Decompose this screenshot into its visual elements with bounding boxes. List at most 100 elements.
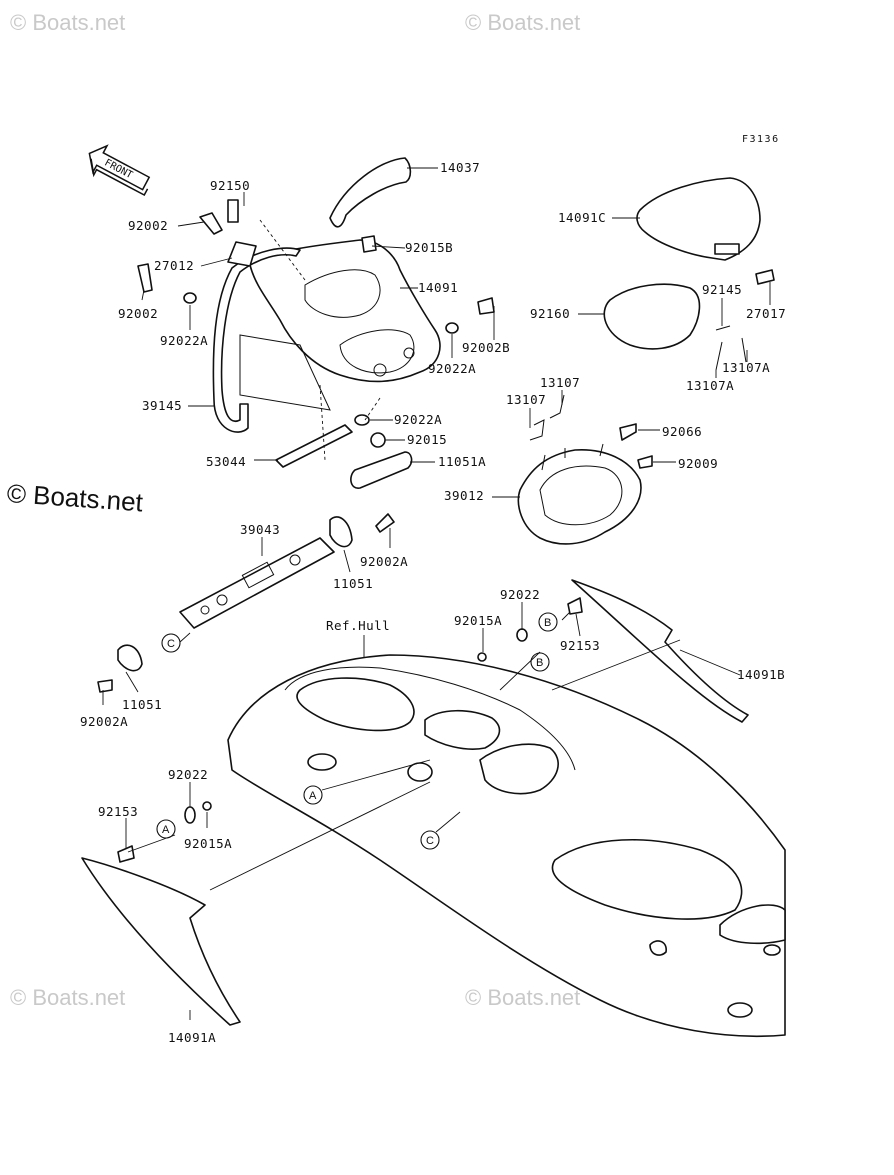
callouts: C B B A C A bbox=[156, 612, 558, 850]
nut bbox=[370, 432, 386, 448]
cover-hole bbox=[403, 347, 415, 359]
washer bbox=[445, 322, 459, 334]
hull-recess bbox=[719, 904, 786, 945]
hood-assembly bbox=[137, 157, 495, 489]
part-label: 53044 bbox=[206, 454, 246, 469]
hull-recess bbox=[551, 838, 743, 920]
support-rod bbox=[275, 424, 353, 468]
washer-92022-mid bbox=[516, 628, 528, 642]
part-label: 13107 bbox=[506, 392, 546, 407]
clip bbox=[361, 235, 377, 253]
side-panel-14091a bbox=[81, 857, 241, 1026]
bolt bbox=[477, 297, 495, 315]
part-label: 92002A bbox=[360, 554, 408, 569]
part-label: 92022A bbox=[428, 361, 476, 376]
bolt bbox=[227, 199, 239, 223]
bin-rim bbox=[539, 465, 623, 526]
bracket-11051-low bbox=[117, 644, 143, 672]
hull-port bbox=[407, 762, 433, 782]
part-label: 11051 bbox=[122, 697, 162, 712]
figure-code: F3136 bbox=[742, 134, 780, 145]
pad-92160 bbox=[603, 283, 701, 350]
nut-92015a bbox=[202, 801, 212, 811]
bin-tabs bbox=[541, 443, 604, 471]
part-label: 39012 bbox=[444, 488, 484, 503]
part-label: 13107 bbox=[540, 375, 580, 390]
part-label: 92002B bbox=[462, 340, 510, 355]
callout-b-text: B bbox=[536, 657, 543, 669]
plate-hole bbox=[216, 594, 228, 606]
part-label: 92009 bbox=[678, 456, 718, 471]
hull-fitting bbox=[649, 940, 667, 956]
callout-b bbox=[530, 652, 550, 672]
hull: Ref.Hull bbox=[227, 618, 786, 1038]
watermarks: © Boats.net © Boats.net © Boats.net © Bo… bbox=[10, 10, 580, 1010]
part-label: 14037 bbox=[440, 160, 480, 175]
cap-27017 bbox=[755, 269, 775, 285]
part-label: 92002 bbox=[128, 218, 168, 233]
pad-14091c bbox=[636, 177, 761, 261]
hinge-plate bbox=[350, 451, 413, 489]
plate-hole bbox=[289, 554, 301, 566]
pad-tab bbox=[714, 243, 740, 255]
bolt bbox=[137, 263, 153, 293]
hull-recess bbox=[296, 677, 415, 732]
part-label: 13107A bbox=[722, 360, 770, 375]
inner-panel bbox=[239, 334, 331, 411]
washer-92022 bbox=[184, 806, 196, 824]
clip-13107a bbox=[715, 325, 747, 371]
part-label: 92150 bbox=[210, 178, 250, 193]
part-label: 14091C bbox=[558, 210, 606, 225]
bolt-92153-mid bbox=[567, 597, 583, 615]
callout-c-text: C bbox=[167, 638, 175, 650]
weather-seal bbox=[212, 247, 301, 433]
watermark: © Boats.net bbox=[10, 10, 125, 35]
part-label: 92002A bbox=[80, 714, 128, 729]
part-label: 14091 bbox=[418, 280, 458, 295]
part-label: 92015A bbox=[184, 836, 232, 851]
part-label: 11051A bbox=[438, 454, 486, 469]
part-label: 39043 bbox=[240, 522, 280, 537]
nut-92015a-mid bbox=[477, 652, 487, 662]
cover-hole bbox=[373, 363, 387, 377]
cover-window bbox=[304, 269, 381, 318]
callout-c bbox=[420, 830, 440, 850]
part-label: 92022A bbox=[394, 412, 442, 427]
callout-a bbox=[303, 785, 323, 805]
part-label: 92015 bbox=[407, 432, 447, 447]
callout-b bbox=[538, 612, 558, 632]
part-label: 14091A bbox=[168, 1030, 216, 1045]
part-label: 92015A bbox=[454, 613, 502, 628]
ref-hull-label: Ref.Hull bbox=[326, 618, 390, 633]
bolt-92002a bbox=[375, 513, 395, 533]
part-label: 92066 bbox=[662, 424, 702, 439]
bracket bbox=[227, 241, 257, 267]
pad-assembly bbox=[517, 177, 775, 545]
callout-c-text: C bbox=[426, 835, 434, 847]
hull-port bbox=[307, 753, 337, 771]
trim-piece bbox=[329, 157, 412, 228]
callout-c bbox=[161, 633, 181, 653]
watermark: © Boats.net bbox=[465, 985, 580, 1010]
bolt-92153 bbox=[117, 845, 135, 863]
part-label: 13107A bbox=[686, 378, 734, 393]
part-label: 27012 bbox=[154, 258, 194, 273]
plate-hole bbox=[200, 605, 210, 615]
part-label: 11051 bbox=[333, 576, 373, 591]
part-label: 92153 bbox=[560, 638, 600, 653]
watermark: © Boats.net bbox=[10, 985, 125, 1010]
part-label: 14091B bbox=[737, 667, 785, 682]
part-labels: 14037 92150 92002 27012 92015B 14091 920… bbox=[80, 160, 786, 1045]
hull-port bbox=[727, 1002, 753, 1018]
callout-b-text: B bbox=[544, 617, 551, 629]
part-label: 39145 bbox=[142, 398, 182, 413]
side-panel-14091b bbox=[571, 579, 749, 723]
leader-lines bbox=[102, 167, 771, 1020]
front-cover bbox=[249, 239, 441, 383]
plate-assembly bbox=[97, 513, 395, 693]
part-label: 92002 bbox=[118, 306, 158, 321]
part-label: 92022 bbox=[168, 767, 208, 782]
screw-92066 bbox=[619, 423, 637, 441]
